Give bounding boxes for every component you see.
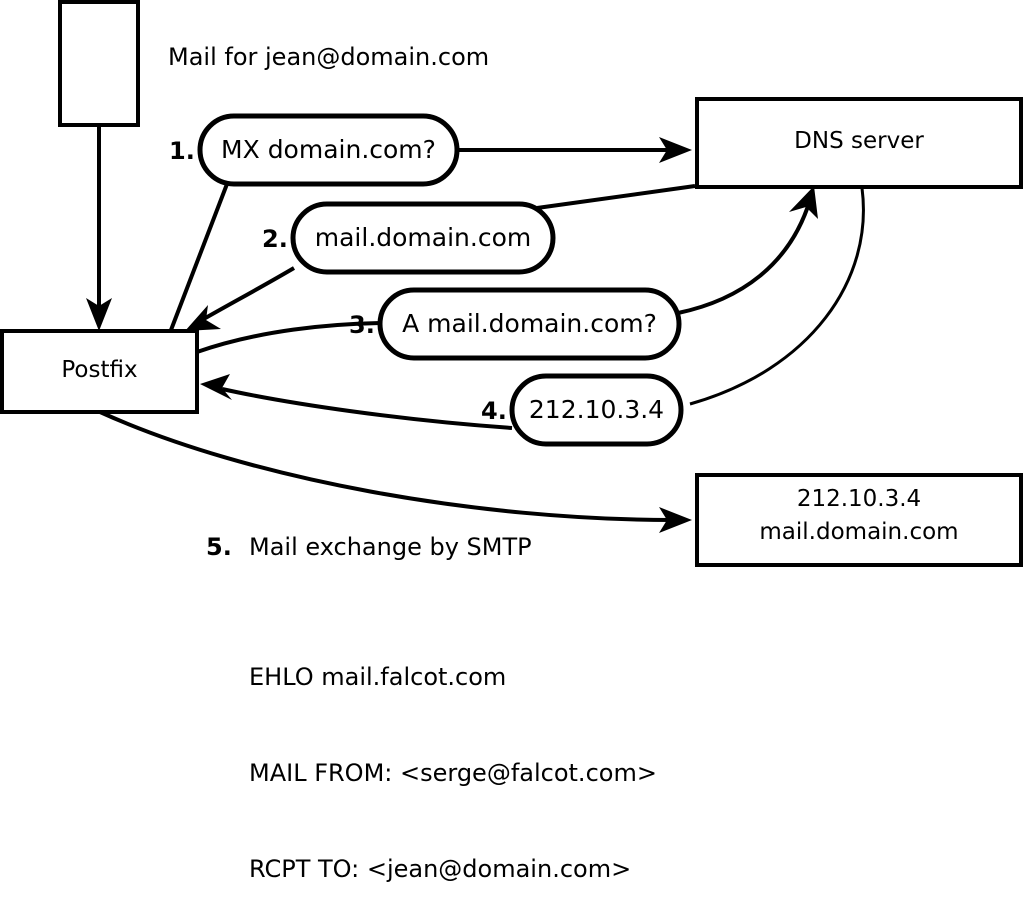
step-4-label: 212.10.3.4: [528, 395, 665, 424]
dns-server-box-label: DNS server: [794, 128, 924, 154]
edge-dns-to-ip-bubble: [689, 187, 865, 406]
transcript-line: EHLO mail.falcot.com: [249, 663, 507, 691]
step-5-label: Mail exchange by SMTP: [249, 533, 532, 561]
edge-postfix-to-a-query-bubble: [196, 321, 381, 354]
postfix-box: [0, 329, 199, 414]
mail-server-box-line1: 212.10.3.4: [796, 486, 922, 512]
edge-ip-bubble-to-postfix: [200, 374, 513, 430]
mail-server-box: [695, 473, 1023, 567]
page-title: Mail for jean@domain.com: [168, 43, 490, 71]
step-4-bubble: [509, 373, 684, 447]
edge-mx-bubble-to-dns: [459, 137, 692, 163]
step-3-label: A mail.domain.com?: [402, 309, 657, 338]
step-2-number: 2.: [262, 225, 288, 253]
step-3-number: 3.: [349, 311, 375, 339]
step-2-bubble: [290, 201, 556, 275]
smtp-transcript: EHLO mail.falcot.com MAIL FROM: <serge@f…: [249, 597, 657, 919]
postfix-box-label: Postfix: [61, 357, 138, 383]
edge-sender-to-postfix: [86, 125, 112, 331]
edge-answer-bubble-to-postfix: [185, 266, 296, 331]
step-2-label: mail.domain.com: [314, 223, 532, 252]
step-5-number: 5.: [206, 533, 232, 561]
dns-server-box: [695, 97, 1023, 189]
step-1-number: 1.: [169, 137, 195, 165]
edge-postfix-to-mx-bubble: [169, 183, 229, 331]
edge-a-query-bubble-to-dns: [677, 186, 818, 315]
transcript-line: RCPT TO: <jean@domain.com>: [249, 855, 632, 883]
step-1-label: MX domain.com?: [221, 135, 436, 164]
step-4-number: 4.: [481, 397, 507, 425]
transcript-line: MAIL FROM: <serge@falcot.com>: [249, 759, 657, 787]
step-3-bubble: [377, 287, 682, 361]
edge-postfix-to-mail-server: [99, 410, 692, 533]
mail-server-box-line2: mail.domain.com: [759, 519, 959, 545]
step-1-bubble: [197, 113, 460, 187]
sender-box: [58, 0, 140, 127]
edge-dns-to-answer-bubble: [536, 184, 696, 210]
